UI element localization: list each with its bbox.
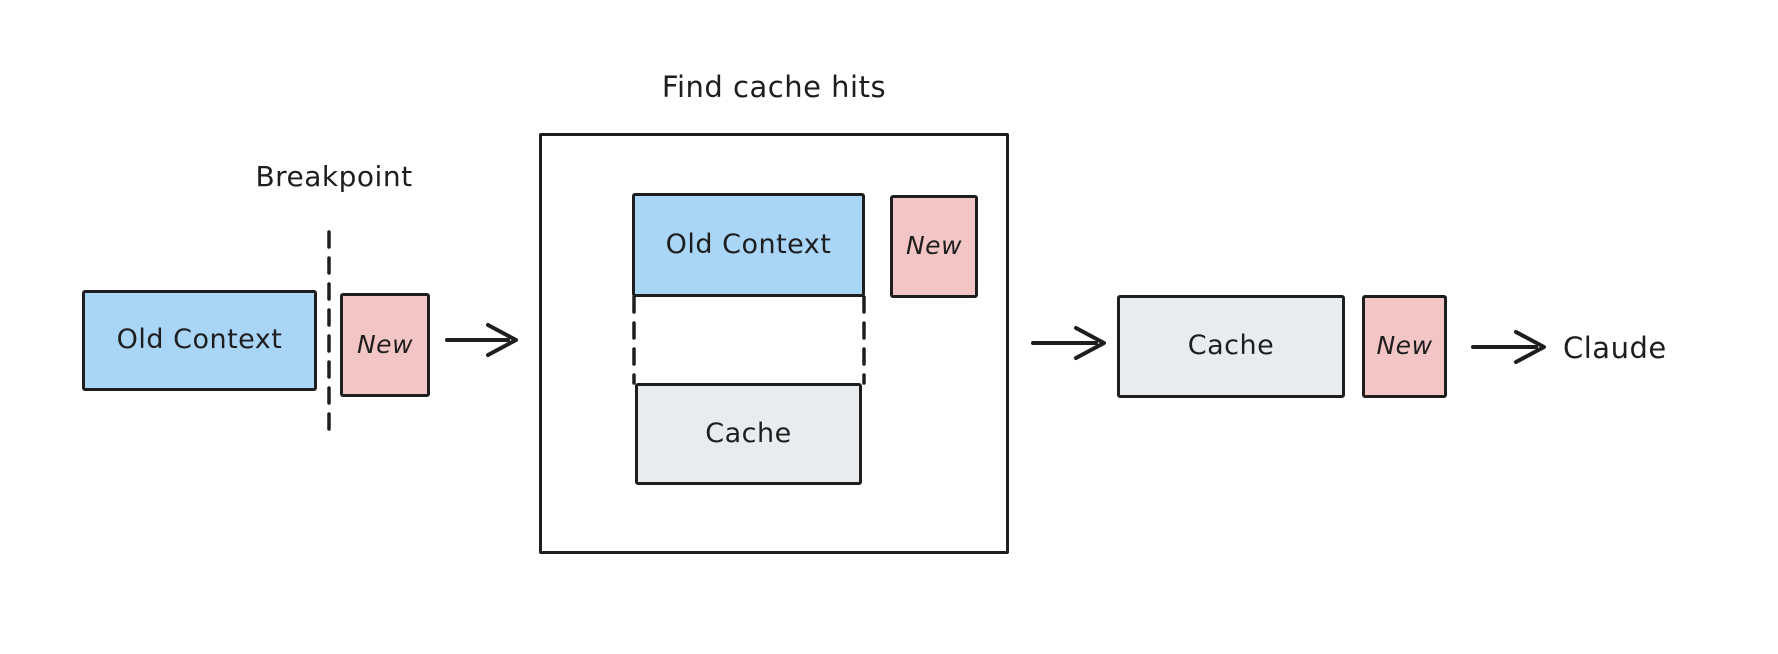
arrow-head <box>1514 330 1546 364</box>
arrow-left-to-cachehits <box>445 323 518 357</box>
claude-label: Claude <box>1563 331 1667 365</box>
old-context-label: Old Context <box>665 228 832 260</box>
new-label: New <box>1376 331 1433 360</box>
find-cache-hits-title: Find cache hits <box>661 70 887 104</box>
cache-label: Cache <box>705 417 792 449</box>
arrow-right-to-claude <box>1471 330 1546 364</box>
new-box-left: New <box>340 293 430 397</box>
cache-label: Cache <box>1187 330 1275 361</box>
breakpoint-label: Breakpoint <box>255 160 413 193</box>
cache-box-right: Cache <box>1117 295 1345 398</box>
cache-box-middle: Cache <box>635 383 862 485</box>
old-context-label: Old Context <box>116 324 283 355</box>
arrow-head <box>1074 326 1106 360</box>
new-label: New <box>356 329 414 359</box>
new-box-middle: New <box>890 195 978 298</box>
arrow-head <box>486 323 518 357</box>
new-label: New <box>905 231 963 260</box>
find-cache-hits-frame <box>539 133 1009 554</box>
new-box-right: New <box>1362 295 1447 398</box>
old-context-box-middle: Old Context <box>632 193 865 297</box>
old-context-box-left: Old Context <box>82 290 317 391</box>
arrow-cachehits-to-right <box>1031 326 1106 360</box>
